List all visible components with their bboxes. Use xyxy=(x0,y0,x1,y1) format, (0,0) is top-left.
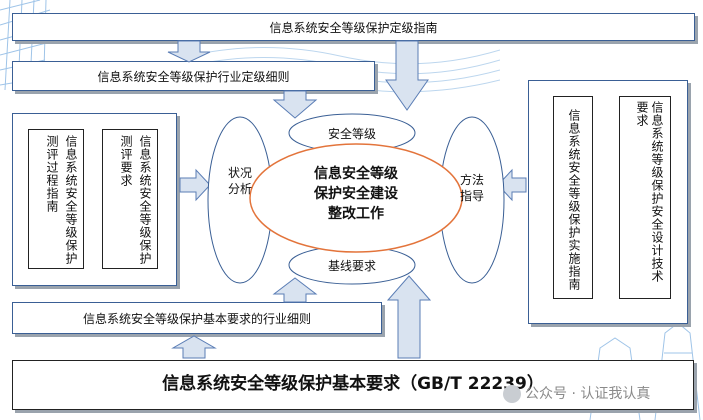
security-level-label: 安全等级 xyxy=(327,127,376,141)
implementation-guide: 信息系统安全等级保护实施指南 xyxy=(553,96,593,299)
industry-basic-rules-label: 信息系统安全等级保护基本要求的行业细则 xyxy=(82,312,311,326)
implementation-box: 信息系统安全等级保护实施指南 信息系统等级保护安全设计技术要求 xyxy=(528,80,688,324)
grading-guide-box: 信息系统安全等级保护定级指南 xyxy=(12,13,695,41)
implementation-guide-label: 信息系统安全等级保护实施指南 xyxy=(567,109,581,291)
method-guidance-line-1: 方法 xyxy=(459,173,484,187)
core-line-2: 保护安全建设 xyxy=(314,186,398,202)
arrow-left-to-analysis xyxy=(179,168,211,202)
core-line-3: 整改工作 xyxy=(328,206,384,222)
assessment-process-guide-label: 测评过程指南 xyxy=(45,135,59,213)
design-requirements: 信息系统等级保护安全设计技术要求 xyxy=(619,96,671,299)
design-requirements-label: 信息系统等级保护安全设计技术要求 xyxy=(635,101,664,283)
watermark-text: 公众号 · 认证我认真 xyxy=(525,386,651,402)
arrow-standard-to-baseline xyxy=(386,275,432,359)
assessment-requirements-prefix: 信息系统安全等级保护 xyxy=(138,135,152,265)
core-line-1: 信息安全等级 xyxy=(314,166,398,182)
watermark-logo-icon xyxy=(503,385,521,403)
arrow-standard-to-industry-rules xyxy=(171,335,217,359)
assessment-requirements-label: 测评要求 xyxy=(119,135,133,187)
status-analysis-line-1: 状况 xyxy=(227,166,252,180)
core-label: 信息安全等级 保护安全建设 整改工作 xyxy=(280,164,432,224)
assessment-box: 信息系统安全等级保护 测评过程指南 信息系统安全等级保护 测评要求 xyxy=(12,113,177,286)
arrow-industry-rules-to-baseline xyxy=(272,277,318,303)
status-analysis-ellipse xyxy=(207,116,273,284)
watermark: 公众号 · 认证我认真 xyxy=(503,381,699,407)
arrow-industry-grading-down xyxy=(272,90,318,119)
assessment-requirements: 信息系统安全等级保护 测评要求 xyxy=(102,129,158,269)
industry-basic-rules-box: 信息系统安全等级保护基本要求的行业细则 xyxy=(12,302,382,334)
assessment-process-guide-prefix: 信息系统安全等级保护 xyxy=(64,135,78,265)
assessment-process-guide: 信息系统安全等级保护 测评过程指南 xyxy=(28,129,84,269)
basic-requirements-standard-label: 信息系统安全等级保护基本要求（GB/T 22239） xyxy=(162,374,544,394)
method-guidance-label: 方法 指导 xyxy=(450,172,494,204)
method-guidance-line-2: 指导 xyxy=(459,189,484,203)
industry-grading-rules-label: 信息系统安全等级保护行业定级细则 xyxy=(97,70,290,84)
grading-guide-label: 信息系统安全等级保护定级指南 xyxy=(269,21,438,35)
industry-grading-rules-box: 信息系统安全等级保护行业定级细则 xyxy=(12,61,375,91)
baseline-label: 基线要求 xyxy=(327,259,376,273)
basic-requirements-standard-box: 信息系统安全等级保护基本要求（GB/T 22239） xyxy=(12,360,694,410)
arrow-right-to-guidance xyxy=(497,168,527,202)
status-analysis-line-2: 分析 xyxy=(227,182,252,196)
status-analysis-label: 状况 分析 xyxy=(218,165,262,197)
